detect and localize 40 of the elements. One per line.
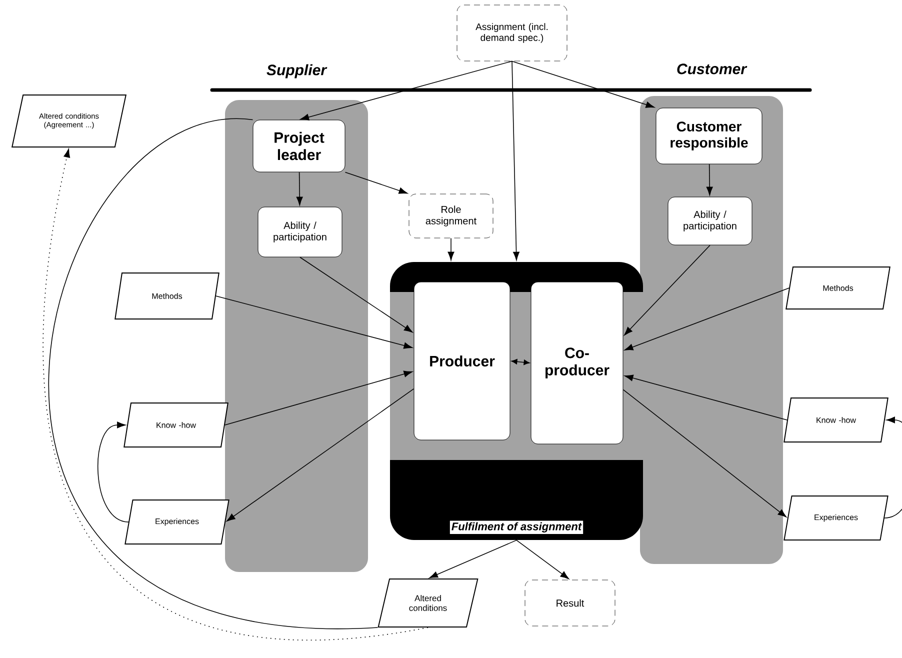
process-box: Co-producer	[530, 282, 624, 444]
curved-arrow	[98, 422, 129, 522]
arrow	[300, 256, 413, 333]
parallelogram: Altered conditions	[378, 578, 478, 628]
dashed-box: Result	[524, 580, 616, 626]
parallelogram: Methods	[786, 266, 890, 310]
arrow	[622, 389, 786, 518]
arrow	[296, 172, 303, 206]
role-box: Ability / participation	[668, 196, 752, 246]
arrow	[512, 60, 654, 108]
arrow	[216, 296, 412, 349]
arrow	[624, 244, 710, 336]
dashed-box: Assignment (incl. demand spec.)	[456, 4, 568, 62]
arrow	[706, 164, 713, 196]
arrow	[300, 60, 512, 120]
arrow	[624, 288, 790, 350]
parallelogram: Methods	[114, 272, 220, 320]
dotted-arrow	[42, 148, 428, 640]
parallelogram: Know -how	[784, 398, 888, 442]
arrow	[224, 370, 412, 426]
arrow	[344, 172, 408, 194]
parallelogram: Experiences	[784, 496, 888, 540]
arrow	[226, 388, 414, 522]
role-box: Customer responsible	[656, 108, 762, 164]
role-box: Ability / participation	[258, 206, 342, 258]
node-label: Customer	[677, 64, 748, 74]
node-label: Supplier	[266, 64, 328, 78]
curved-line	[48, 119, 378, 628]
arrow	[624, 374, 788, 420]
process-box: Producer	[414, 282, 510, 440]
dashed-box: Role assignment	[408, 194, 494, 238]
arrow	[512, 60, 520, 260]
parallelogram: Experiences	[124, 500, 230, 544]
arrow	[516, 540, 569, 580]
arrow	[429, 540, 517, 578]
role-box: Project leader	[252, 120, 346, 172]
parallelogram: Know -how	[124, 402, 228, 448]
curved-arrow	[884, 416, 902, 518]
double-arrow	[511, 359, 530, 365]
arrow	[448, 238, 454, 260]
